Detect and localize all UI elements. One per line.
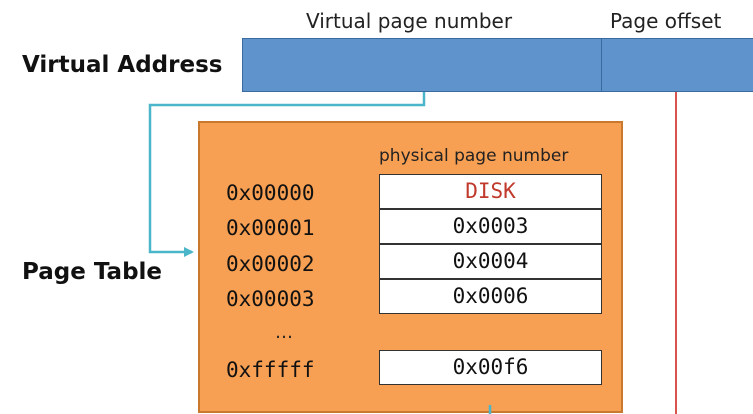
page-table-vpn-key: 0x00002 [226,252,315,276]
page-table-ellipsis: … [275,322,293,343]
page-table-ppn-cell: 0x0003 [379,209,602,244]
vpn-index-arrow [148,92,426,257]
page-table-vpn-key: 0xfffff [226,358,315,382]
page-table-ppn-cell: 0x0004 [379,244,602,279]
virtual-page-number-field [242,38,603,92]
page-offset-field [601,38,753,92]
page-table-ppn-cell: 0x0006 [379,279,602,314]
physical-page-number-header: physical page number [379,146,569,166]
virtual-address-label: Virtual Address [22,52,223,78]
page-table-ppn-cell: DISK [379,174,602,209]
page-table-vpn-key: 0x00003 [226,287,315,311]
page-table-vpn-key: 0x00001 [226,216,315,240]
page-table-vpn-key: 0x00000 [226,181,315,205]
page-table-ppn-cell: 0x00f6 [379,350,602,385]
page-offset-label: Page offset [610,9,722,33]
virtual-page-number-label: Virtual page number [306,9,513,33]
page-table-label: Page Table [22,259,163,285]
